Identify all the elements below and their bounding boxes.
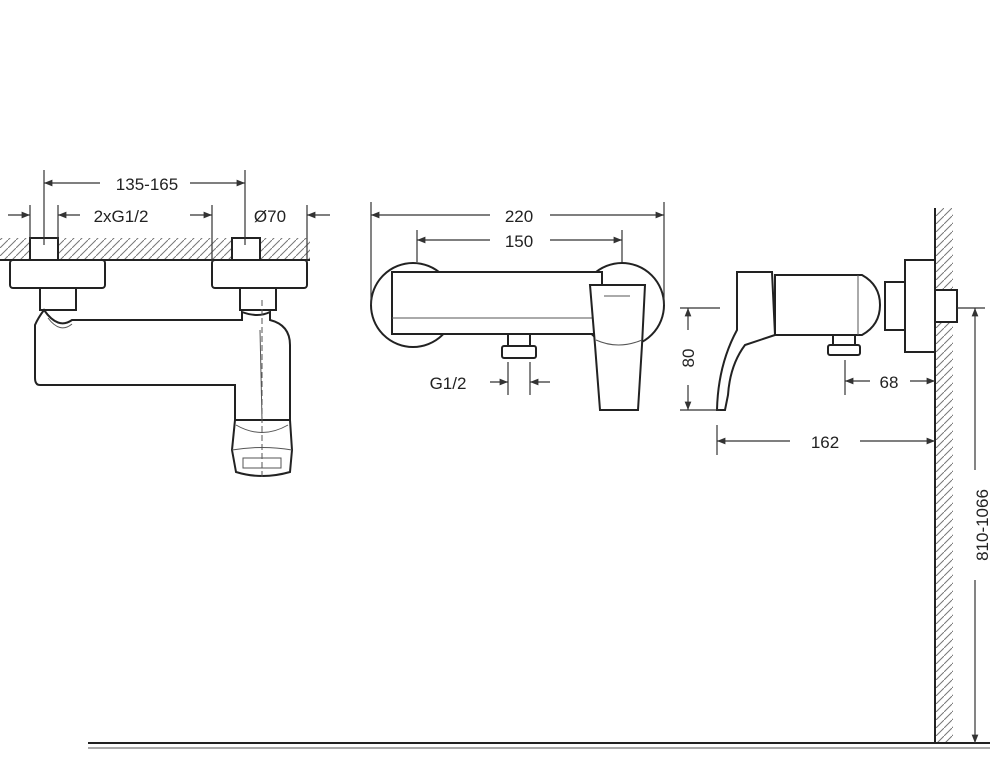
right-nut (239, 287, 277, 311)
front-view: 135-165 2xG1/2 Ø70 (0, 170, 330, 480)
dim-spacing-label: 135-165 (116, 175, 178, 194)
side-view: 80 68 162 810-1066 (88, 208, 992, 749)
lever-side (715, 271, 777, 411)
dim-install-height-label: 810-1066 (973, 489, 992, 561)
outlet-nut-top (501, 345, 537, 359)
right-eccentric-stub (231, 237, 261, 261)
dim-overall-width-label: 220 (505, 207, 533, 226)
dim-outlet-thread-label: G1/2 (430, 374, 467, 393)
mixer-body-side (774, 274, 882, 336)
wall-hatch-side (935, 208, 953, 743)
left-escutcheon (9, 259, 106, 289)
outlet-stub-side (832, 334, 856, 346)
dim-height-label: 80 (679, 349, 698, 368)
dim-projection-label: 162 (811, 433, 839, 452)
right-escutcheon (211, 259, 308, 289)
left-nut (39, 287, 77, 311)
top-view: 220 150 G1/2 (370, 202, 665, 411)
mixer-body-front (34, 308, 291, 421)
mixer-body-top (391, 271, 603, 335)
dim-handle-span-label: 150 (505, 232, 533, 251)
outlet-stub-top (507, 333, 531, 347)
dim-diameter-label: Ø70 (254, 207, 286, 226)
outlet-nut-side (827, 344, 861, 356)
dim-outlet-offset-label: 68 (880, 373, 899, 392)
wall-escutcheon-side (904, 259, 936, 353)
wall-stub-side (934, 289, 958, 323)
lever-top (588, 284, 647, 411)
dim-connections-label: 2xG1/2 (94, 207, 149, 226)
nut-side (884, 281, 906, 331)
